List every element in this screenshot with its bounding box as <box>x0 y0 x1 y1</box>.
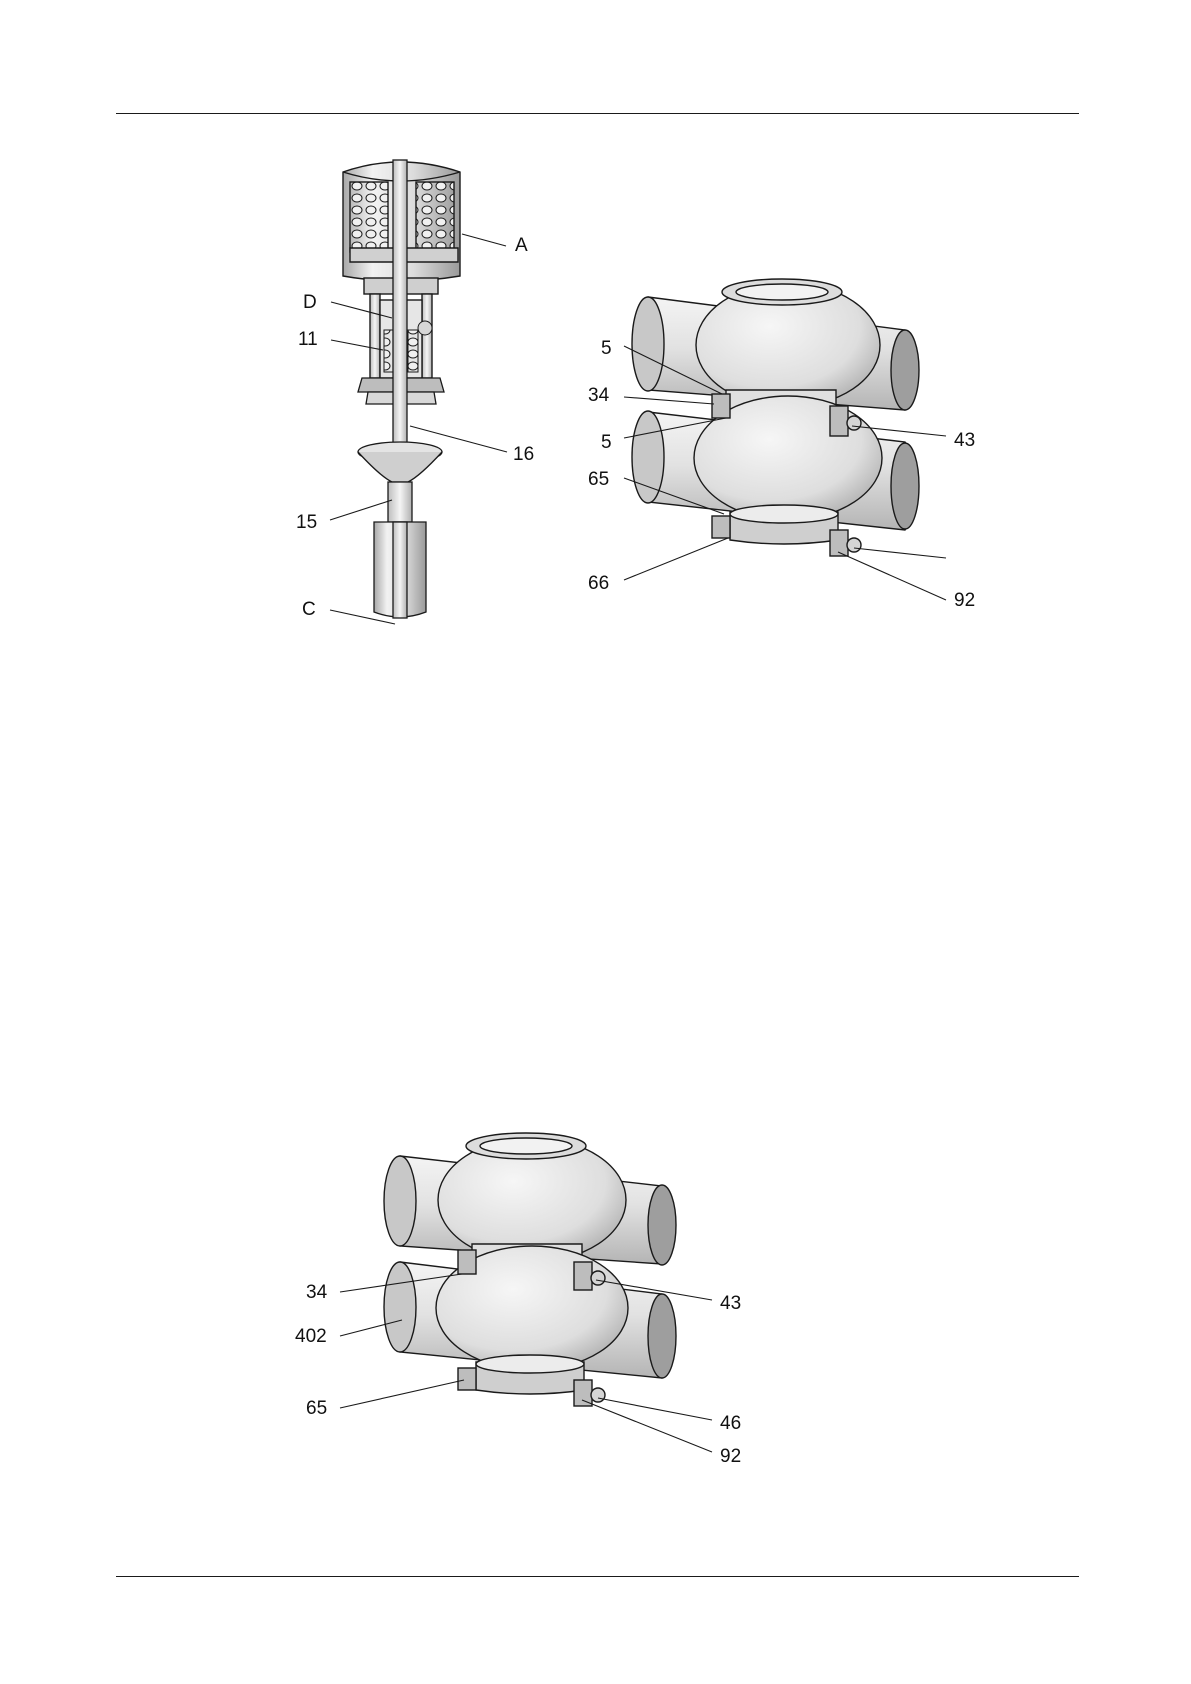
label-92-bottom: 92 <box>720 1447 741 1466</box>
clamp-left-lower-b <box>458 1368 476 1390</box>
label-43-bottom: 43 <box>720 1294 741 1313</box>
clamp-right-lower-b <box>574 1380 592 1406</box>
label-65-bottom: 65 <box>306 1399 327 1418</box>
clamp-left-upper-b <box>458 1250 476 1274</box>
clamp-right-upper-b <box>574 1262 592 1290</box>
label-46: 46 <box>720 1414 741 1433</box>
label-402: 402 <box>295 1327 327 1346</box>
label-34-bottom: 34 <box>306 1283 327 1302</box>
